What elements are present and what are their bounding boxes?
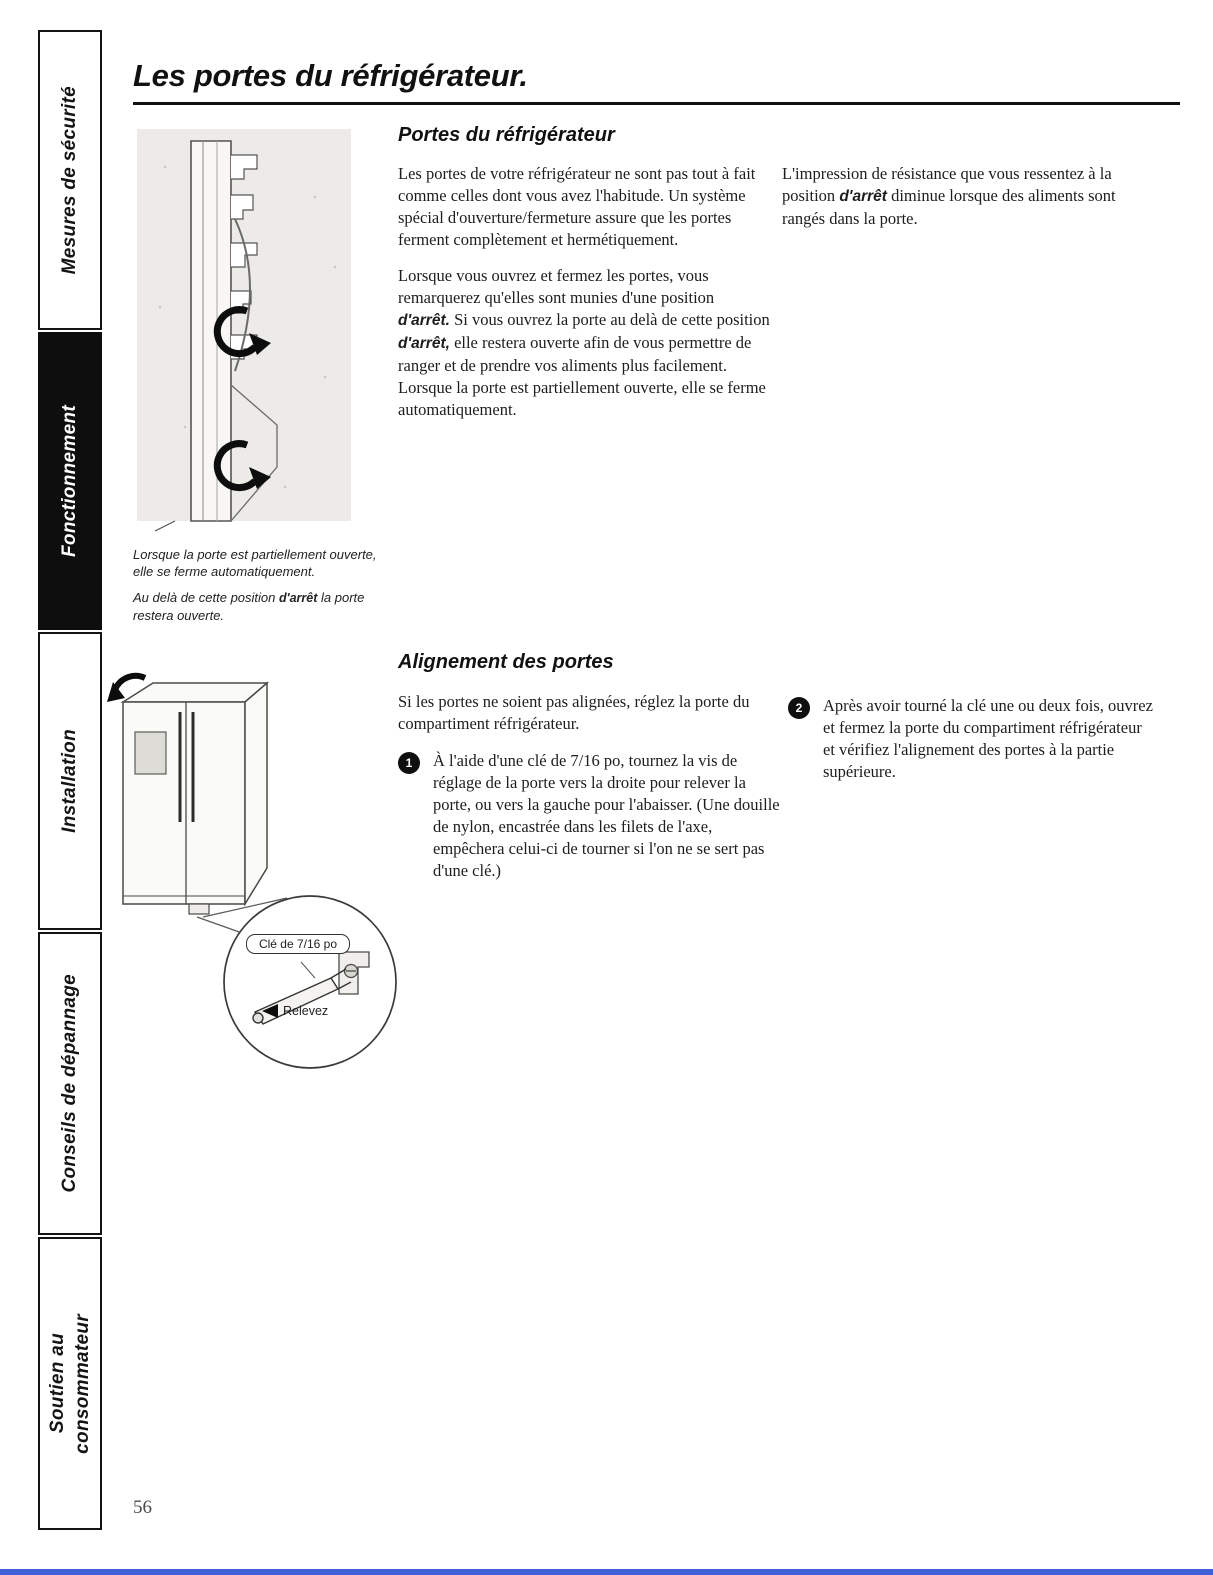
portes-para3: L'impression de résistance que vous ress… bbox=[782, 163, 1150, 230]
sidebar-item-mesures-de-securite: Mesures de sécurité bbox=[38, 30, 102, 330]
step-1-badge: 1 bbox=[398, 752, 420, 774]
text-run: elle restera ouverte afin de vous permet… bbox=[398, 333, 766, 419]
sidebar-label: Mesures de sécurité bbox=[59, 85, 80, 275]
alignement-intro: Si les portes ne soient pas alignées, ré… bbox=[398, 692, 750, 733]
sidebar-item-installation: Installation bbox=[38, 632, 102, 930]
door-caption-1: Lorsque la porte est partiellement ouver… bbox=[133, 547, 377, 579]
text-run: Lorsque vous ouvrez et fermez les portes… bbox=[398, 266, 715, 307]
portes-para1: Les portes de votre réfrigérateur ne son… bbox=[398, 164, 756, 249]
emphasis-darret: d'arrêt bbox=[279, 591, 318, 605]
page-title: Les portes du réfrigérateur. bbox=[133, 58, 528, 93]
sidebar-label: consommateur bbox=[71, 1313, 93, 1454]
sidebar-label: Soutien au bbox=[46, 1333, 68, 1434]
step-2-badge: 2 bbox=[788, 697, 810, 719]
callout-label-lift: Relevez bbox=[262, 1004, 328, 1018]
emphasis-darret: d'arrêt, bbox=[398, 335, 450, 352]
lift-label-text: Relevez bbox=[283, 1004, 329, 1018]
sidebar-label: Installation bbox=[59, 729, 80, 833]
sidebar-label: Fonctionnement bbox=[59, 405, 80, 557]
text-run: L'impression de résistance que vous ress… bbox=[782, 164, 1112, 205]
sidebar-item-soutien-au-consommateur: Soutien au consommateur bbox=[38, 1237, 102, 1530]
sidebar-label: Conseils de dépannage bbox=[59, 974, 80, 1193]
alignement-step-1: 1 À l'aide d'une clé de 7/16 po, tournez… bbox=[398, 750, 780, 882]
section-heading-alignement: Alignement des portes bbox=[398, 651, 614, 673]
portes-column-right: L'impression de résistance que vous ress… bbox=[782, 163, 1150, 244]
step-2-text: Après avoir tourné la clé une ou deux fo… bbox=[823, 696, 1153, 781]
section-heading-portes: Portes du réfrigérateur bbox=[398, 124, 615, 146]
callout-label-wrench: Clé de 7/16 po bbox=[246, 934, 350, 954]
lift-arrow-icon bbox=[262, 1004, 278, 1018]
emphasis-darret: d'arrêt bbox=[839, 188, 887, 205]
door-illustration bbox=[135, 127, 353, 532]
portes-column-left: Les portes de votre réfrigérateur ne son… bbox=[398, 163, 770, 435]
sidebar-item-conseils-de-depannage: Conseils de dépannage bbox=[38, 932, 102, 1235]
page-number: 56 bbox=[133, 1497, 152, 1518]
alignement-step-2: 2 Après avoir tourné la clé une ou deux … bbox=[788, 695, 1154, 783]
emphasis-darret: d'arrêt. bbox=[398, 312, 450, 329]
sidebar-item-fonctionnement: Fonctionnement bbox=[38, 332, 102, 630]
title-divider bbox=[133, 102, 1180, 105]
step-1-text: À l'aide d'une clé de 7/16 po, tournez l… bbox=[433, 751, 780, 880]
scan-artifact-line bbox=[0, 1569, 1213, 1575]
refrigerator-alignment-illustration bbox=[105, 670, 405, 1080]
text-run: la porte restera ouverte. bbox=[133, 590, 365, 623]
text-run: Si vous ouvrez la porte au delà de cette… bbox=[449, 310, 770, 329]
text-run: diminue lorsque des aliments sont rangés… bbox=[782, 186, 1116, 228]
door-captions: Lorsque la porte est partiellement ouver… bbox=[133, 546, 391, 633]
text-run: Au delà de cette position bbox=[133, 590, 279, 605]
portes-para2: Lorsque vous ouvrez et fermez les portes… bbox=[398, 265, 770, 421]
door-caption-2: Au delà de cette position d'arrêt la por… bbox=[133, 589, 391, 624]
